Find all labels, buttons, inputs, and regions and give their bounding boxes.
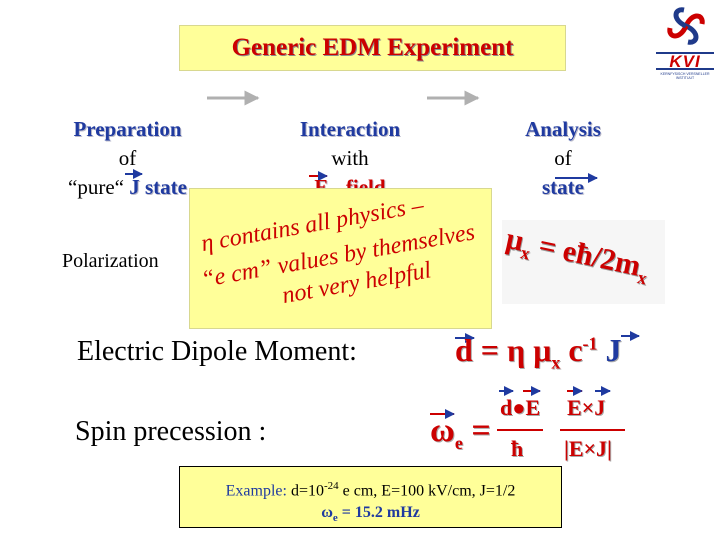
kvi-logo: KVI KERNFYSISCH VERSNELLER INSTITUUT [652,0,720,82]
omega-equals: = [462,412,491,449]
omega-formula: ωe = [430,412,491,454]
J-symbol: J [129,175,140,199]
example-exp: -24 [323,480,339,492]
interaction-heading: Interaction [299,117,401,141]
example-box: Example: d=10-24 e cm, E=100 kV/cm, J=1/… [179,466,562,528]
state-word: state [139,175,187,199]
analysis-state: state [542,175,584,199]
edm-formula: d = η μx c-1 J [455,332,622,373]
example-omega: ω [321,504,333,522]
mu-x: μ [533,332,552,368]
logo-swirl-icon [667,7,705,45]
preparation-of: of [118,146,137,170]
physics-note-box: η contains all physics – “e cm” values b… [189,188,492,329]
J-vector: J [597,332,622,368]
logo-subtitle: KERNFYSISCH VERSNELLER INSTITUUT [660,72,710,80]
d-equals: d = [455,332,508,368]
interaction-with: with [331,146,369,170]
analysis-of: of [554,146,572,170]
title-box: Generic EDM Experiment [179,25,566,71]
example-label: Example: [225,482,287,500]
omega-sub: e [454,432,463,453]
mu-x-sub: x [551,352,561,373]
spin-precession-label: Spin precession : [75,416,267,447]
fraction1-numerator: d●E [500,395,541,420]
polarization-label: Polarization [62,250,159,272]
example-omega-sub: e [332,512,338,525]
preparation-heading: Preparation [73,117,182,141]
fraction2-numerator: E×J [567,395,606,420]
pure-label: “pure“ [68,175,130,199]
example-suffix: e cm, E=100 kV/cm, J=1/2 [338,482,516,500]
c-symbol: c [560,332,583,368]
example-prefix: d=10 [286,482,324,500]
analysis-heading: Analysis [525,117,601,141]
edm-label: Electric Dipole Moment: [77,336,357,367]
fraction2-denominator: |E×J| [564,436,612,461]
fraction1-denominator: ħ [511,436,524,461]
c-exp: -1 [582,333,598,354]
preparation-column: Preparation of “pure“ J state [45,115,210,202]
page-title: Generic EDM Experiment [231,34,514,61]
mu-relation-box [502,220,665,304]
eta-symbol: η [507,332,534,368]
omega-symbol: ω [430,412,455,449]
logo-text: KVI [656,52,714,70]
example-line2: ωe = 15.2 mHz [180,502,561,529]
example-result: = 15.2 mHz [337,504,420,522]
example-line1: Example: d=10-24 e cm, E=100 kV/cm, J=1/… [180,475,561,502]
analysis-column: Analysis of state [478,115,648,202]
preparation-state-line: “pure“ J state [45,173,210,202]
